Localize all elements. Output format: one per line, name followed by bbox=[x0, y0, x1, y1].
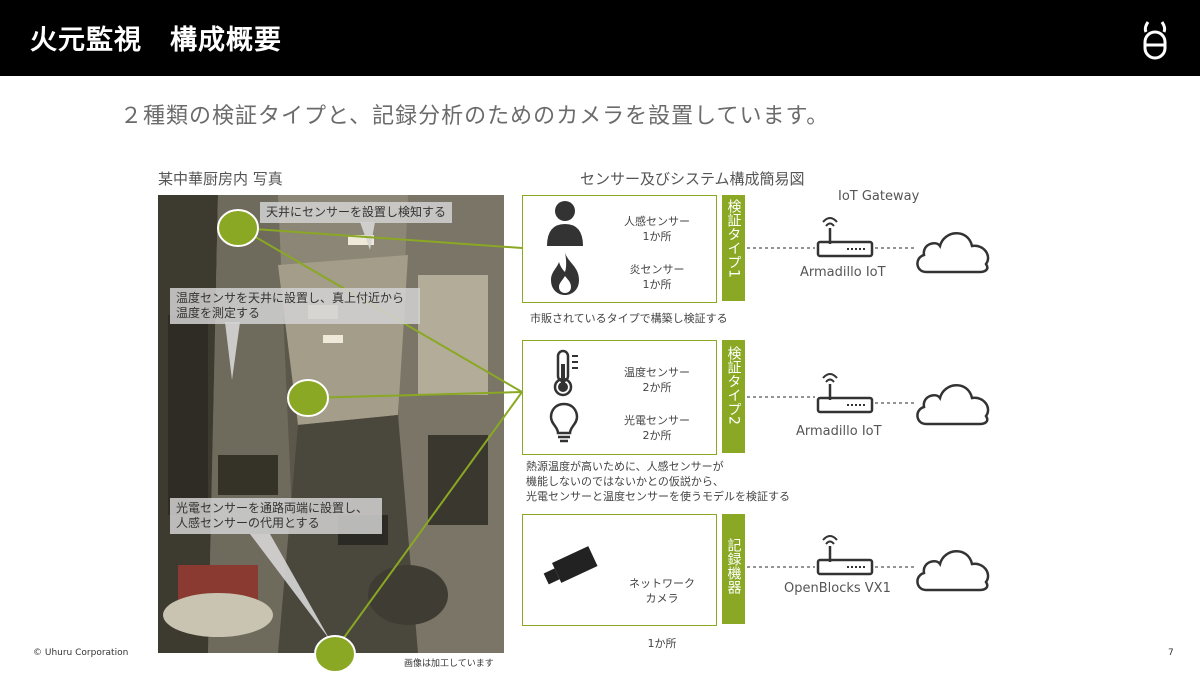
group-bar-type2: 検証タイプ2 bbox=[722, 340, 745, 453]
sensor-label: 炎センサー 1か所 bbox=[612, 262, 702, 292]
thermometer-icon bbox=[553, 349, 578, 397]
sensor-label: 温度センサー 2か所 bbox=[612, 365, 702, 395]
device-label: OpenBlocks VX1 bbox=[784, 581, 891, 596]
sensor-name: 光電センサー bbox=[624, 414, 690, 427]
photo-section-label: 某中華厨房内 写真 bbox=[158, 170, 283, 188]
sensor-name: 炎センサー bbox=[629, 263, 685, 276]
copyright: © Uhuru Corporation bbox=[33, 648, 129, 658]
group-bar-label: 検証タイプ2 bbox=[725, 346, 742, 425]
network-diagram bbox=[747, 247, 917, 568]
sensor-count: 1か所 bbox=[647, 637, 677, 650]
device-label: Armadillo IoT bbox=[800, 265, 886, 280]
system-section-label: センサー及びシステム構成簡易図 bbox=[580, 170, 805, 188]
sensor-count: 1か所 bbox=[642, 278, 672, 291]
sensor-marker bbox=[314, 635, 356, 673]
group-bar-label: 記録機器 bbox=[725, 538, 742, 594]
sensor-label: ネットワーク カメラ 1か所 bbox=[612, 546, 712, 666]
cloud-icon bbox=[916, 384, 990, 426]
device-label: Armadillo IoT bbox=[796, 424, 882, 439]
router-icon bbox=[816, 535, 874, 576]
sensor-count: 1か所 bbox=[642, 230, 672, 243]
header-bar: 火元監視 構成概要 bbox=[0, 0, 1200, 76]
flame-icon bbox=[551, 252, 579, 295]
cloud-icon bbox=[916, 232, 990, 274]
group-bar-type1: 検証タイプ1 bbox=[722, 195, 745, 301]
lightbulb-icon bbox=[549, 402, 579, 443]
group-note: 市販されているタイプで構築し検証する bbox=[530, 312, 728, 325]
group-bar-label: 検証タイプ1 bbox=[725, 199, 742, 278]
photo-caption: 画像は加工しています bbox=[404, 659, 494, 669]
group-note: 熱源温度が高いために、人感センサーが 機能しないのではないかとの仮説から、 光電… bbox=[526, 460, 790, 503]
slide-subtitle: ２種類の検証タイプと、記録分析のためのカメラを設置しています。 bbox=[120, 104, 830, 129]
sensor-marker bbox=[217, 209, 259, 247]
page-number: 7 bbox=[1168, 648, 1174, 658]
group-bar-recorder: 記録機器 bbox=[722, 514, 745, 624]
sensor-count: 2か所 bbox=[642, 429, 672, 442]
person-icon bbox=[547, 201, 583, 246]
router-icon bbox=[816, 373, 874, 414]
page-title: 火元監視 構成概要 bbox=[30, 25, 282, 56]
sensor-label: 光電センサー 2か所 bbox=[612, 413, 702, 443]
callout-ceiling: 天井にセンサーを設置し検知する bbox=[260, 202, 453, 223]
callout-temperature: 温度センサを天井に設置し、真上付近から 温度を測定する bbox=[170, 288, 420, 324]
sensor-label: 人感センサー 1か所 bbox=[612, 214, 702, 244]
gateway-label: IoT Gateway bbox=[838, 189, 920, 204]
sensor-name: 温度センサー bbox=[624, 366, 690, 379]
sensor-count: 2か所 bbox=[642, 381, 672, 394]
camera-icon bbox=[543, 546, 598, 585]
sensor-box-type2 bbox=[522, 340, 717, 455]
router-icon bbox=[816, 217, 874, 258]
cloud-icon bbox=[916, 550, 990, 592]
sensor-name: 人感センサー bbox=[624, 215, 690, 228]
company-logo bbox=[1143, 21, 1167, 60]
callout-photoelectric: 光電センサーを通路両端に設置し、 人感センサーの代用とする bbox=[170, 498, 382, 534]
sensor-marker bbox=[287, 379, 329, 417]
sensor-name: ネットワーク カメラ bbox=[629, 577, 695, 605]
